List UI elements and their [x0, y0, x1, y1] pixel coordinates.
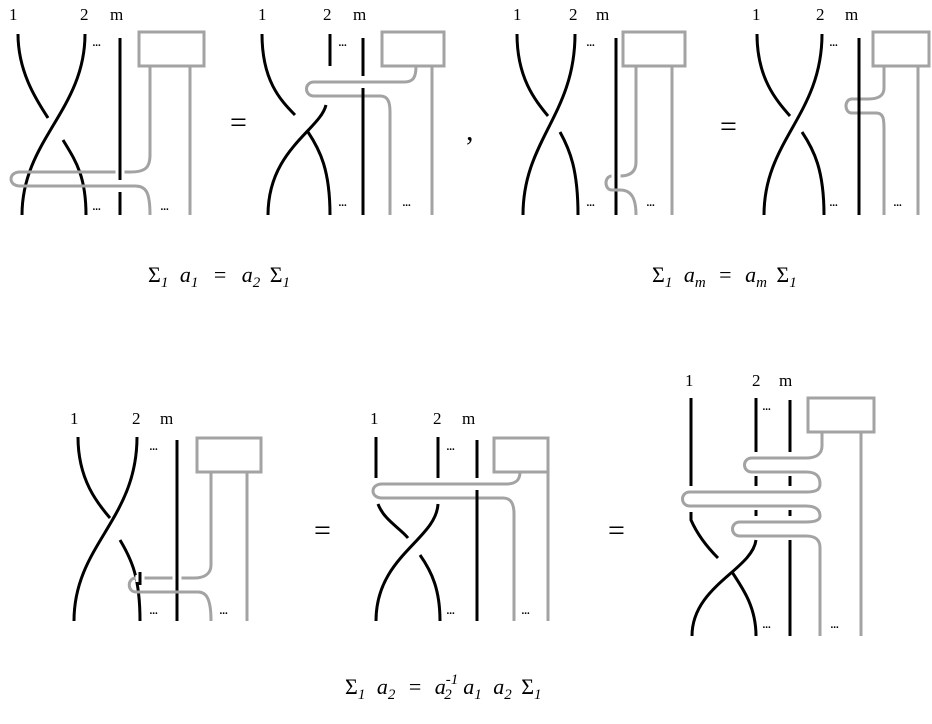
strand-label-1: 1: [258, 5, 267, 24]
strand-label-2: 2: [569, 5, 578, 24]
grey-loop-lower: [731, 515, 822, 636]
ellipsis-top: ...: [92, 34, 101, 50]
black-strand-1-top: [76, 436, 112, 519]
grey-loop: [844, 66, 886, 215]
strand-label-2: 2: [816, 5, 825, 24]
black-strand-1-top: [755, 33, 792, 117]
ellipsis-top: ...: [829, 34, 838, 50]
strand-label-m: m: [462, 409, 475, 428]
ellipsis-grey: ...: [160, 198, 169, 214]
strand-label-m: m: [596, 5, 609, 24]
ellipsis-grey: ...: [830, 616, 839, 632]
strand-label-1: 1: [513, 5, 522, 24]
ellipsis-bottom: ...: [338, 194, 347, 210]
black-strand-1-bottom: [61, 139, 88, 216]
braid-diagram-a-rhs: 1 2 m ... ... ...: [258, 5, 446, 216]
black-strand-2: [762, 33, 824, 216]
black-strand-2: [72, 436, 139, 622]
svg-text:Σ1 a1 = a2: Σ1 a1 = a2 Σ1: [148, 262, 290, 292]
black-strand-1-bottom: [800, 131, 826, 216]
strand-label-m: m: [110, 5, 123, 24]
ellipsis-top: ...: [586, 34, 595, 50]
grey-loop: [604, 66, 638, 216]
grey-loop-upper: [743, 432, 824, 485]
strand-label-2: 2: [752, 371, 761, 390]
strand-label-2: 2: [80, 5, 89, 24]
braid-diagram-a-lhs: 1 2 m ... ... ...: [9, 5, 206, 216]
ellipsis-top: ...: [149, 438, 158, 454]
strand-label-m: m: [845, 5, 858, 24]
black-strand-2: [374, 503, 440, 622]
strand-label-1: 1: [370, 409, 379, 428]
ellipsis-grey: ...: [646, 194, 655, 210]
coupon-box: [871, 30, 931, 68]
braid-diagram-c-lhs: 1 2 m ... ... ...: [70, 409, 263, 622]
grey-loop: [127, 472, 213, 622]
coupon-box: [492, 436, 550, 474]
black-strand-1-bottom: [558, 131, 580, 216]
black-strand-1-top: [515, 33, 550, 117]
strand-label-m: m: [160, 409, 173, 428]
black-strand-2: [20, 33, 87, 216]
comma-separator: ,: [466, 114, 474, 147]
ellipsis-grey: ...: [402, 194, 411, 210]
ellipsis-bottom: ...: [829, 194, 838, 210]
coupon-box: [195, 436, 263, 474]
ellipsis-grey: ...: [893, 194, 902, 210]
coupon-box: [806, 396, 876, 434]
black-strand-1-top: [260, 33, 297, 117]
strand-label-2: 2: [433, 409, 442, 428]
ellipsis-bottom: ...: [762, 616, 771, 632]
black-strand-1-bottom: [306, 131, 332, 216]
ellipsis-grey: ...: [219, 602, 228, 618]
equals-sign: =: [608, 514, 625, 547]
strand-label-1: 1: [685, 371, 694, 390]
ellipsis-bottom: ...: [446, 602, 455, 618]
braid-diagram-c-rhs: 1 2 m ... ... ...: [681, 371, 876, 637]
black-strand-2: [521, 33, 577, 216]
ellipsis-bottom: ...: [92, 198, 101, 214]
braid-diagram-b-rhs: 1 2 m ... ... ...: [752, 5, 931, 216]
ellipsis-top: ...: [762, 398, 771, 414]
black-strand-1-bottom: [730, 571, 758, 637]
black-strand-1-bottom: [418, 554, 442, 622]
black-strand-2: [266, 104, 328, 216]
strand-label-1: 1: [752, 5, 761, 24]
grey-loop-middle: [681, 483, 822, 517]
ellipsis-bottom: ...: [149, 602, 158, 618]
black-strand-1-top: [16, 33, 50, 119]
ellipsis-grey: ...: [521, 602, 530, 618]
svg-text:Σ1 am = am: Σ1 am = am Σ1: [652, 262, 797, 292]
coupon-box: [380, 30, 446, 68]
strand-label-1: 1: [9, 5, 18, 24]
grey-loop: [9, 66, 152, 216]
relation-2-formula: Σ1 am = am Σ1: [652, 262, 797, 292]
strand-label-m: m: [353, 5, 366, 24]
strand-label-1: 1: [70, 409, 79, 428]
equals-sign: =: [230, 106, 247, 139]
ellipsis-bottom: ...: [586, 194, 595, 210]
svg-text:Σ1 a2 = a-12: Σ1 a2 = a-12 a1 a2 Σ1: [345, 672, 542, 704]
braid-diagram-b-lhs: 1 2 m ... ... ...: [513, 5, 687, 216]
equals-sign: =: [314, 514, 331, 547]
relation-1-formula: Σ1 a1 = a2 Σ1: [148, 262, 290, 292]
grey-loop: [371, 471, 522, 621]
ellipsis-top: ...: [446, 438, 455, 454]
strand-label-2: 2: [132, 409, 141, 428]
ellipsis-top: ...: [338, 34, 347, 50]
coupon-box: [137, 30, 206, 68]
strand-label-m: m: [779, 371, 792, 390]
coupon-box: [621, 30, 687, 68]
black-strand-1-bottom: [118, 539, 142, 622]
strand-label-2: 2: [323, 5, 332, 24]
equals-sign: =: [720, 110, 737, 143]
grey-loop: [305, 65, 418, 215]
braid-diagram-c-middle: 1 2 m ... ... ...: [370, 409, 550, 622]
